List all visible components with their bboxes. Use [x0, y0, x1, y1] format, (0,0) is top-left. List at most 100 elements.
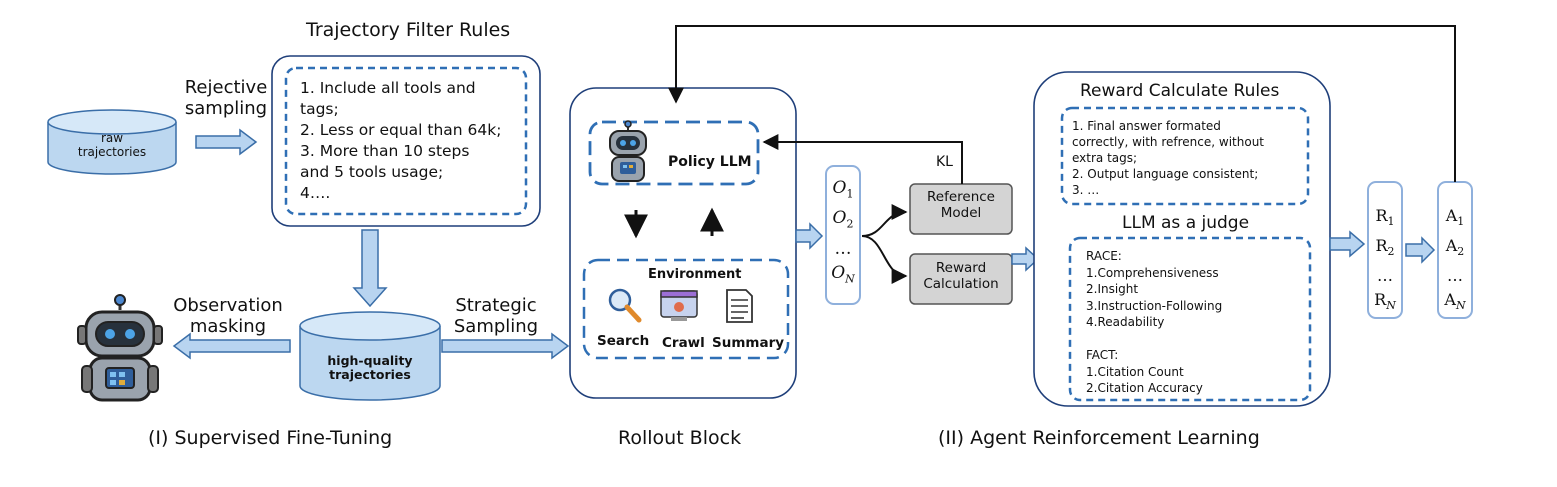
rejective-label: Rejective sampling — [178, 77, 274, 119]
advantage-2-symbol: A — [1445, 236, 1458, 256]
sft-section-label: (I) Supervised Fine-Tuning — [148, 427, 393, 449]
advantage-1: A1 — [1438, 204, 1472, 234]
advantages-list: A1 A2 … AN — [1438, 204, 1472, 319]
strategic-label-line1: Strategic — [455, 295, 537, 316]
reward-1-sub: 1 — [1387, 215, 1395, 229]
judge-title: LLM as a judge — [1122, 213, 1250, 233]
rewards-to-advantages-arrow — [1405, 236, 1436, 264]
judge-fact: FACT: — [1086, 348, 1119, 362]
reward-calc-line1: Reward — [935, 260, 987, 276]
policy-llm-label: Policy LLM — [668, 154, 752, 170]
rejective-label-line1: Rejective — [184, 77, 268, 98]
rollout-output-arrow — [795, 222, 824, 250]
filter-rules-list: 1. Include all tools and tags; 2. Less o… — [300, 78, 501, 204]
reward-calculation-box — [909, 253, 1013, 305]
summary-icon — [726, 289, 753, 323]
filter-rule-2: 2. Less or equal than 64k; — [300, 121, 502, 139]
reward-calc-line2: Calculation — [923, 275, 999, 292]
rejective-arrow — [195, 128, 258, 156]
filter-rules-box — [271, 55, 541, 227]
raw-trajectories-label: raw trajectories — [48, 131, 176, 160]
kl-label: KL — [936, 154, 953, 170]
tool-crawl-label: Crawl — [662, 335, 705, 351]
reward-rules-list: 1. Final answer formated correctly, with… — [1072, 118, 1264, 198]
judge-dashed — [1068, 236, 1312, 402]
output-n-sub: N — [845, 272, 855, 286]
masking-arrow — [172, 332, 291, 360]
output-ellipsis: … — [834, 238, 852, 259]
tool-search-label: Search — [597, 333, 650, 349]
masking-label-line1: Observation — [173, 295, 283, 316]
judge-citation-accuracy: 2.Citation Accuracy — [1086, 381, 1203, 395]
judge-readability: 4.Readability — [1086, 315, 1165, 329]
judge-citation-count: 1.Citation Count — [1086, 364, 1184, 379]
judge-spacer — [1086, 331, 1222, 348]
high-quality-label: high-quality trajectories — [300, 353, 440, 383]
output-1-sub: 1 — [846, 187, 854, 201]
feedback-loop-line — [668, 25, 1456, 182]
reward-rule-3: 3. … — [1072, 183, 1100, 197]
output-2: O2 — [826, 206, 860, 236]
advantage-2: A2 — [1438, 234, 1472, 264]
reward-calculation-label: Reward Calculation — [910, 260, 1012, 292]
policy-llm-dashed — [588, 120, 760, 186]
advantage-n: AN — [1438, 288, 1472, 318]
environment-label: Environment — [648, 267, 742, 282]
rewards-list: R1 R2 … RN — [1368, 204, 1402, 319]
reward-ellipsis: … — [1377, 266, 1393, 286]
sft-robot-icon — [77, 294, 163, 402]
reward-rule-1a: 1. Final answer formated — [1072, 119, 1221, 133]
filter-down-arrow — [352, 229, 388, 308]
observation-masking-label: Observation masking — [168, 295, 288, 337]
reward-n: RN — [1368, 288, 1402, 318]
reward-rule-2: 2. Output language consistent; — [1072, 167, 1259, 181]
environment-dashed — [582, 258, 790, 360]
advantage-ellipsis: … — [1447, 266, 1463, 286]
advantage-n-sub: N — [1455, 299, 1466, 313]
reward-2-symbol: R — [1375, 236, 1388, 256]
output-1: O1 — [826, 176, 860, 206]
advantage-1-symbol: A — [1445, 206, 1458, 225]
rollout-section-label: Rollout Block — [618, 427, 742, 449]
judge-insight: 2.Insight — [1086, 282, 1139, 296]
reference-line2: Model — [940, 204, 982, 221]
raw-trajectories-cylinder — [47, 109, 177, 175]
tool-summary-label: Summary — [712, 335, 785, 351]
strategic-label-line2: Sampling — [453, 315, 539, 337]
advantage-1-sub: 1 — [1457, 215, 1465, 229]
reward-to-rules-arrow — [1011, 246, 1040, 272]
rl-section-label: (II) Agent Reinforcement Learning — [938, 427, 1260, 449]
filter-rule-3a: 3. More than 10 steps — [300, 142, 470, 160]
output-n-symbol: O — [831, 262, 846, 283]
filter-rule-3b: and 5 tools usage; — [300, 163, 444, 181]
rules-to-rewards-arrow — [1329, 230, 1366, 258]
reference-model-label: Reference Model — [910, 189, 1012, 221]
masking-label-line2: masking — [189, 315, 267, 337]
search-icon — [608, 288, 642, 323]
outputs-list: O1 O2 … ON — [826, 176, 860, 291]
judge-comprehensiveness: 1.Comprehensiveness — [1086, 265, 1219, 280]
filter-rule-4: 4…. — [300, 184, 331, 202]
advantage-2-sub: 2 — [1457, 245, 1465, 259]
reward-1-symbol: R — [1375, 206, 1388, 225]
judge-criteria-list: RACE: 1.Comprehensiveness 2.Insight 3.In… — [1086, 248, 1222, 397]
rejective-label-line2: sampling — [184, 97, 268, 119]
judge-race: RACE: — [1086, 249, 1122, 263]
crawl-icon — [660, 290, 698, 321]
reward-rules-dashed — [1060, 106, 1310, 206]
filter-rules-dashed — [284, 66, 528, 216]
strategic-arrow — [441, 332, 570, 360]
output-n: ON — [826, 261, 860, 291]
reference-line1: Reference — [927, 189, 995, 205]
output-1-symbol: O — [832, 178, 847, 198]
reward-n-sub: N — [1386, 299, 1396, 313]
filter-rules-title: Trajectory Filter Rules — [306, 19, 511, 41]
filter-rule-1a: 1. Include all tools and — [300, 79, 476, 97]
filter-rule-1b: tags; — [300, 100, 339, 118]
output-2-symbol: O — [832, 208, 847, 229]
raw-label-line2: trajectories — [77, 144, 147, 159]
reward-rules-title: Reward Calculate Rules — [1080, 81, 1280, 101]
judge-instruction-following: 3.Instruction-Following — [1086, 298, 1223, 313]
advantage-n-symbol: A — [1444, 290, 1456, 310]
